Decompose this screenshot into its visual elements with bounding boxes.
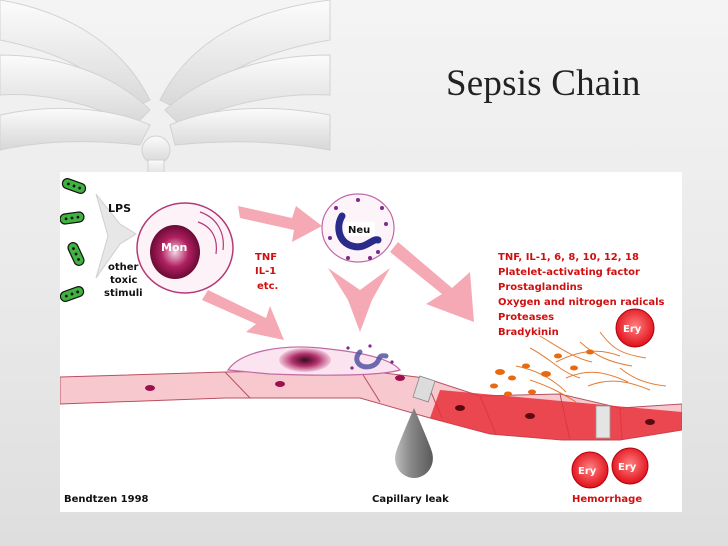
leak-drop-icon — [395, 408, 433, 478]
source-citation: Bendtzen 1998 — [64, 494, 149, 505]
erythrocyte-bottom-left: Ery — [571, 451, 609, 489]
cytokine-label-line3: etc. — [257, 281, 278, 292]
stimuli-label-line2: toxic — [110, 275, 138, 286]
erythrocyte-label: Ery — [623, 324, 642, 335]
mediator-item: Bradykinin — [498, 327, 559, 338]
hemorrhage-label: Hemorrhage — [572, 494, 642, 505]
neutrophil-to-mediators-arrow — [390, 242, 474, 322]
bacterium-icon — [67, 242, 85, 266]
bacterium-icon — [61, 178, 87, 194]
fibrin-strands — [515, 331, 667, 403]
neutrophil-label-bg — [345, 222, 375, 236]
erythrocyte-top: Ery — [615, 308, 655, 348]
erythrocyte-bottom-right: Ery — [611, 447, 649, 485]
erythrocyte-label: Ery — [618, 462, 637, 473]
monocyte-cell — [136, 202, 234, 294]
erythrocyte-label: Ery — [578, 466, 597, 477]
monocyte-label: Mon — [161, 241, 187, 254]
capillary-wall — [60, 369, 682, 441]
monocyte-to-neutrophil-arrow — [238, 206, 322, 242]
mediator-item: Oxygen and nitrogen radicals — [498, 297, 665, 308]
stimuli-label-line3: stimuli — [104, 288, 143, 299]
lps-label: LPS — [108, 202, 131, 215]
endothelial-cell — [226, 344, 402, 376]
stimuli-label-line1: other — [108, 262, 139, 273]
monocyte-to-endothelium-arrow — [202, 290, 284, 340]
cytokine-label-line1: TNF — [255, 252, 277, 263]
capillary-leak-label: Capillary leak — [372, 494, 449, 505]
mediator-item: Platelet-activating factor — [498, 267, 640, 278]
slide-title: Sepsis Chain — [446, 63, 641, 104]
bacterium-icon — [60, 211, 85, 225]
neutrophil-down-arrow — [328, 268, 390, 332]
stimuli-arrow — [95, 193, 137, 279]
mediator-item: Prostaglandins — [498, 282, 583, 293]
bacterium-icon — [60, 286, 85, 302]
diagram-svg: LPS other toxic stimuli Mon TNF IL-1 etc… — [60, 178, 682, 505]
neutrophil-label: Neu — [348, 225, 370, 236]
platelet-clumps — [490, 349, 594, 397]
mediator-item: Proteases — [498, 312, 554, 323]
mediator-item: TNF, IL-1, 6, 8, 10, 12, 18 — [498, 252, 639, 263]
bacteria-group — [60, 178, 87, 302]
sepsis-diagram: LPS other toxic stimuli Mon TNF IL-1 etc… — [60, 172, 682, 512]
cytokine-label-line2: IL-1 — [255, 266, 276, 277]
